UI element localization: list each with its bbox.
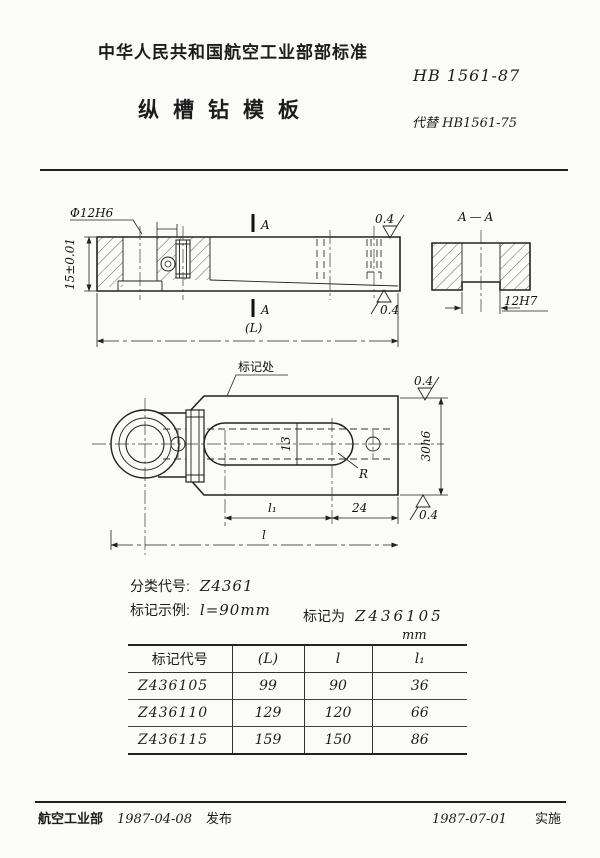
roughness-symbol bbox=[417, 376, 440, 401]
height-extensions bbox=[84, 236, 96, 292]
groove-width-label: 12H7 bbox=[504, 294, 538, 308]
footer-rule bbox=[35, 801, 566, 803]
size-table: 标记代号 (L) l l₁ Z436105 99 90 36 Z436110 1… bbox=[128, 644, 467, 755]
cell-code: Z436115 bbox=[128, 726, 233, 754]
hidden-lines bbox=[316, 239, 382, 281]
roughness-value: 0.4 bbox=[414, 374, 433, 388]
col-header-code: 标记代号 bbox=[128, 645, 233, 673]
class-code: Z4361 bbox=[199, 577, 254, 595]
roughness-symbol bbox=[409, 494, 431, 521]
marking-note-leader bbox=[226, 374, 288, 397]
dia-leader bbox=[70, 219, 143, 235]
retainer-strip-detail bbox=[186, 410, 204, 482]
side-section-view: Φ12H6 15±0.01 A A 0.4 0.4 (L) bbox=[63, 206, 405, 347]
groove-extensions bbox=[461, 284, 501, 314]
footer-issue: 航空工业部 1987-04-08 发布 bbox=[38, 808, 232, 827]
ledge-line bbox=[209, 279, 399, 287]
cell-L: 129 bbox=[232, 699, 305, 727]
col-header-l1: l₁ bbox=[372, 645, 467, 673]
unit-label: mm bbox=[402, 628, 427, 643]
hatch-area bbox=[500, 243, 530, 290]
cell-code: Z436105 bbox=[128, 672, 233, 700]
cell-L: 159 bbox=[232, 726, 305, 754]
roughness-value: 0.4 bbox=[419, 508, 438, 522]
center-lines bbox=[139, 226, 375, 300]
replaces-note: 代替 HB1561-75 bbox=[412, 116, 518, 131]
section-aa-view: A—A 12H7 bbox=[431, 210, 548, 314]
screw-socket bbox=[164, 260, 172, 268]
page-title: 纵槽钻模板 bbox=[138, 99, 313, 122]
class-label: 分类代号: bbox=[130, 578, 190, 594]
height-dimension-label: 15±0.01 bbox=[63, 238, 77, 290]
issue-word: 发布 bbox=[205, 811, 232, 826]
classification-line: 分类代号: Z4361 bbox=[130, 576, 254, 596]
cell-code: Z436110 bbox=[128, 699, 233, 727]
vertical-center-lines bbox=[144, 398, 374, 555]
retainer-strip bbox=[185, 409, 205, 483]
cell-l1: 36 bbox=[372, 672, 467, 700]
org-title: 中华人民共和国航空工业部部标准 bbox=[98, 43, 368, 62]
cell-l1: 66 bbox=[372, 699, 467, 727]
screw-hole bbox=[160, 256, 176, 272]
col-header-L: (L) bbox=[232, 645, 305, 673]
cell-l1: 86 bbox=[410, 732, 429, 748]
roughness-value: 0.4 bbox=[380, 303, 399, 317]
plan-view: 13 R 标记处 0.4 0.4 l₁ 24 l bbox=[92, 360, 448, 555]
footer-implement: 1987-07-01 实施 bbox=[432, 808, 561, 827]
side-view-outline bbox=[96, 236, 401, 292]
marking-result-line: 标记为 Z436105 bbox=[303, 606, 444, 626]
example-value: l=90mm bbox=[199, 601, 271, 619]
cell-l: 150 bbox=[304, 726, 373, 754]
impl-word: 实施 bbox=[534, 811, 561, 826]
impl-date: 1987-07-01 bbox=[432, 812, 507, 827]
issuer: 航空工业部 bbox=[38, 811, 104, 826]
end-offset-label: 24 bbox=[351, 501, 367, 515]
roughness-symbol bbox=[370, 289, 392, 315]
l1-label: l₁ bbox=[268, 501, 277, 515]
cell-l: 90 bbox=[304, 672, 373, 700]
table-row: Z436115 159 150 86 bbox=[128, 726, 467, 754]
col-header-l: l bbox=[304, 645, 373, 673]
overall-length-label: (L) bbox=[245, 321, 263, 335]
radius-label: R bbox=[358, 467, 368, 481]
length-label: l bbox=[262, 528, 266, 542]
marking-example-line: 标记示例: l=90mm bbox=[130, 600, 271, 620]
L-extensions bbox=[96, 293, 399, 347]
dia-dimension-label: Φ12H6 bbox=[70, 206, 114, 220]
hatch-area bbox=[97, 237, 123, 287]
table-header-row: 标记代号 (L) l l₁ bbox=[128, 645, 467, 673]
cell-l: 120 bbox=[304, 699, 373, 727]
aux-extension-lines bbox=[156, 222, 178, 237]
section-view-title: A—A bbox=[457, 210, 496, 224]
marking-label: 标记为 bbox=[303, 608, 345, 624]
key-slot-detail bbox=[176, 240, 190, 278]
section-letter-top: A bbox=[260, 218, 270, 232]
cell-L: 99 bbox=[232, 672, 305, 700]
roughness-symbol bbox=[382, 214, 405, 239]
hatch-area bbox=[432, 243, 462, 290]
issue-date: 1987-04-08 bbox=[117, 812, 192, 827]
header-rule bbox=[40, 169, 568, 171]
plate-width-label: 30h6 bbox=[419, 430, 433, 461]
table-row: Z436110 129 120 66 bbox=[128, 699, 467, 727]
section-letter-bottom: A bbox=[260, 303, 270, 317]
example-label: 标记示例: bbox=[130, 602, 190, 618]
table-row: Z436105 99 90 36 bbox=[128, 672, 467, 700]
marking-note-label: 标记处 bbox=[238, 360, 274, 374]
doc-number: HB 1561-87 bbox=[413, 66, 521, 85]
radius-leader bbox=[337, 452, 359, 469]
roughness-value: 0.4 bbox=[375, 212, 394, 226]
marking-value: Z436105 bbox=[355, 607, 444, 625]
groove-walls bbox=[461, 243, 501, 282]
